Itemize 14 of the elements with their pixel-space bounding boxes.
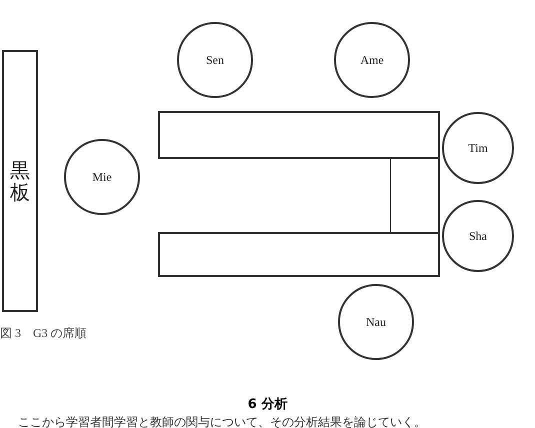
blackboard-label: 黒板 — [10, 159, 30, 203]
blackboard — [2, 50, 38, 312]
student-name: Sen — [206, 52, 224, 68]
student-name: Sha — [469, 228, 487, 244]
table-bottom — [158, 232, 440, 277]
figure-caption: 図 3 G3 の席順 — [0, 325, 87, 342]
student-name: Tim — [468, 140, 488, 156]
body-text: ここから学習者間学習と教師の関与について、その分析結果を論じていく。 — [18, 414, 426, 428]
table-top — [158, 111, 440, 159]
student-name: Mie — [92, 170, 112, 184]
student-name: Nau — [366, 314, 386, 330]
section-heading: 6 分析 — [246, 396, 288, 413]
table-end — [390, 157, 440, 234]
student-name: Ame — [360, 52, 384, 68]
